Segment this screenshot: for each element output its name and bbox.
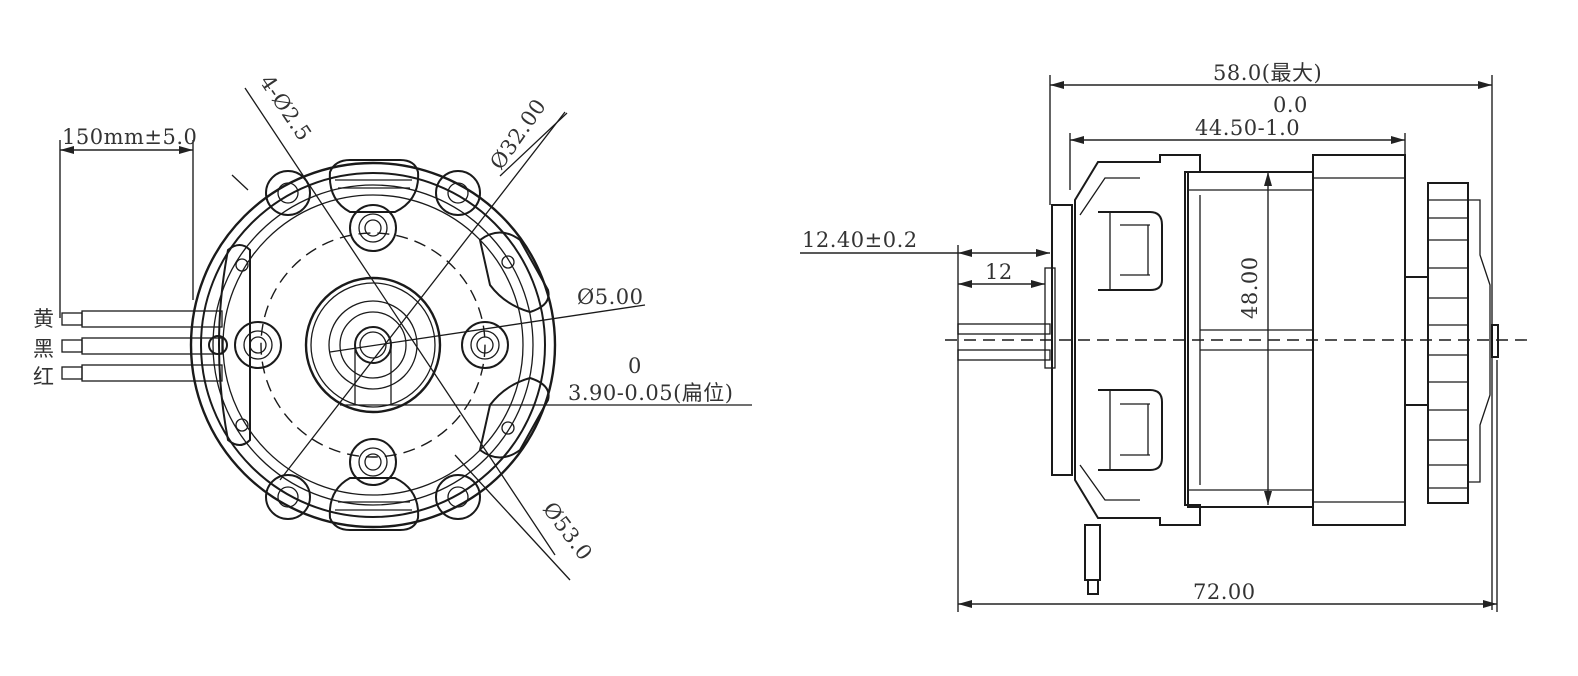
flat-upper-tolerance: 0 — [628, 354, 642, 378]
body-length-label: 44.50-1.0 — [1195, 116, 1301, 140]
side-view — [800, 75, 1530, 612]
shaft-flat-length-label: 12 — [985, 260, 1013, 284]
wire-black-label: 黑 — [33, 337, 55, 361]
max-length-label: 58.0(最大) — [1213, 61, 1323, 85]
body-upper-tolerance: 0.0 — [1273, 93, 1308, 117]
wire-bundle — [61, 310, 223, 382]
shaft-extension-label: 12.40±0.2 — [802, 228, 918, 252]
wire-length-label: 150mm±5.0 — [62, 125, 198, 149]
shaft-diameter-label: Ø5.00 — [577, 285, 644, 309]
wire-red-label: 红 — [33, 365, 55, 389]
flat-dimension-label: 3.90-0.05(扁位) — [568, 381, 734, 405]
total-length-label: 72.00 — [1193, 580, 1256, 604]
wire-yellow-label: 黄 — [33, 307, 55, 331]
front-view — [59, 87, 752, 581]
body-height-label: 48.00 — [1238, 256, 1262, 319]
